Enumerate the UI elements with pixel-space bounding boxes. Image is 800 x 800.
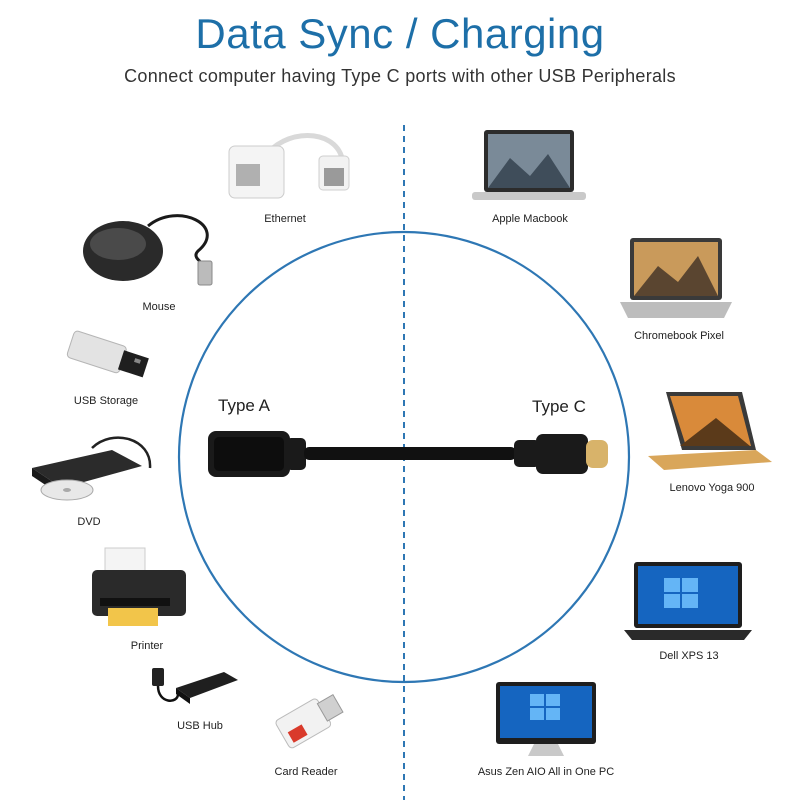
type-c-connector — [536, 434, 588, 474]
device-label-ethernet: Ethernet — [264, 213, 306, 225]
page-title: Data Sync / Charging — [195, 10, 605, 57]
device-label-asus-zen-aio: Asus Zen AIO All in One PC — [477, 766, 615, 778]
device-label-dell-xps-13: Dell XPS 13 — [659, 650, 719, 662]
otg-cable — [208, 431, 608, 477]
device-label-apple-macbook: Apple Macbook — [492, 213, 568, 225]
dvd-drive-icon — [32, 436, 152, 501]
device-label-dvd: DVD — [77, 516, 101, 528]
device-label-lenovo-yoga-900: Lenovo Yoga 900 — [669, 482, 755, 494]
device-label-usb-storage: USB Storage — [73, 395, 139, 407]
connection-circle — [177, 230, 631, 684]
card-reader-icon — [275, 694, 344, 749]
laptop-icon — [620, 238, 732, 318]
laptop-icon — [472, 130, 586, 200]
mouse-icon — [83, 214, 213, 286]
device-label-usb-hub: USB Hub — [177, 720, 223, 732]
type-c-strain-relief — [514, 440, 540, 467]
device-label-chromebook-pixel: Chromebook Pixel — [634, 330, 724, 342]
device-label-card-reader: Card Reader — [274, 766, 338, 778]
laptop-icon — [624, 562, 752, 640]
ethernet-adapter-icon — [228, 133, 350, 199]
type-c-label: Type C — [532, 397, 586, 416]
usb-hub-icon — [152, 668, 238, 704]
type-a-strain-relief — [286, 438, 306, 470]
printer-icon — [92, 547, 186, 626]
device-label-mouse: Mouse — [142, 301, 176, 313]
page-subtitle: Connect computer having Type C ports wit… — [124, 66, 676, 86]
usb-drive-icon — [66, 330, 149, 378]
cable-wire — [304, 447, 516, 460]
type-a-label: Type A — [218, 396, 270, 415]
laptop-icon — [648, 392, 772, 470]
type-c-plug-tip — [586, 440, 608, 468]
monitor-icon — [496, 682, 596, 756]
device-label-printer: Printer — [130, 640, 164, 652]
